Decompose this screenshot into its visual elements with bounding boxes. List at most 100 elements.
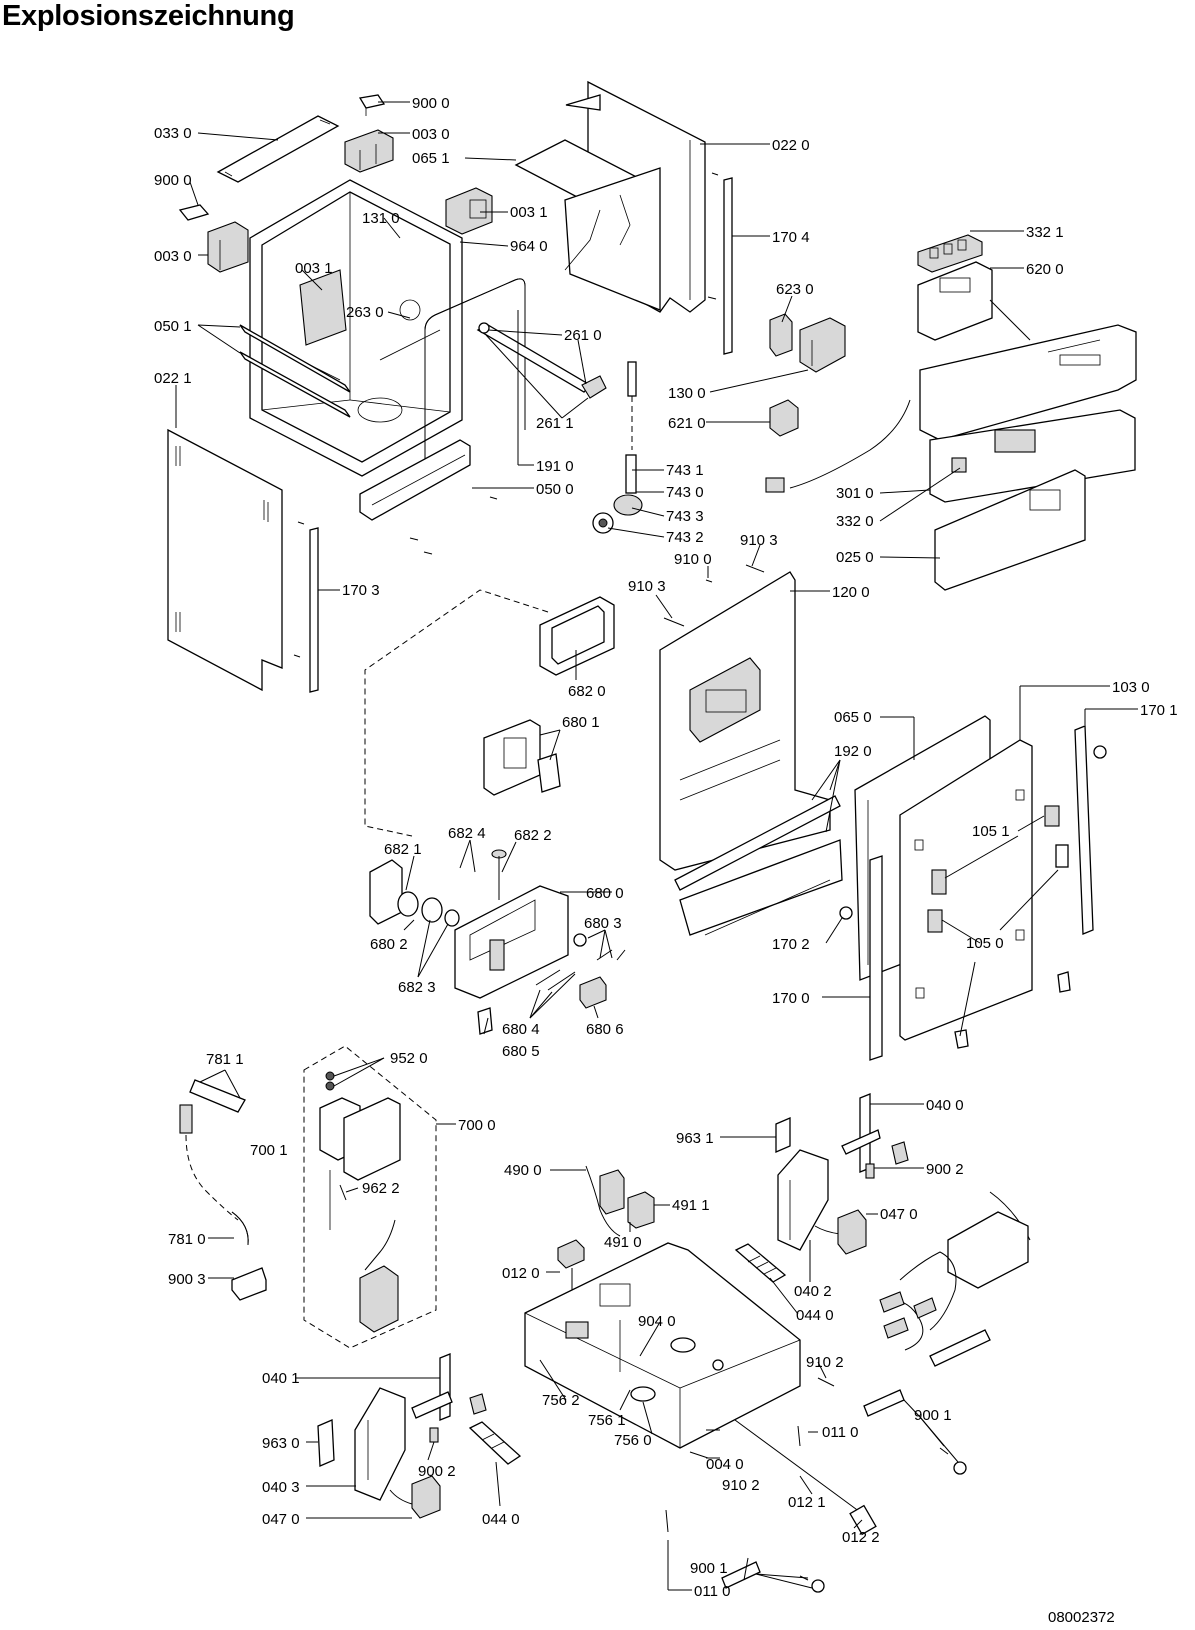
callout-label: 491 1 <box>672 1197 710 1214</box>
callout-label: 033 0 <box>154 125 192 142</box>
callout-label: 040 1 <box>262 1370 300 1387</box>
part-682-2-pin <box>491 849 507 900</box>
callout-label: 962 2 <box>362 1180 400 1197</box>
part-621-0 <box>769 399 799 437</box>
callout-label: 012 0 <box>502 1265 540 1282</box>
callout-label: 900 1 <box>914 1407 952 1424</box>
callout-label: 623 0 <box>776 281 814 298</box>
leader-lines <box>175 101 1138 1591</box>
part-781-hose <box>179 1079 249 1246</box>
part-963-1-bracket <box>775 1117 829 1251</box>
callout-label: 105 0 <box>966 935 1004 952</box>
part-743-valve <box>592 361 643 534</box>
callout-label: 910 2 <box>806 1354 844 1371</box>
part-130-0-switch <box>799 317 846 373</box>
callout-label: 192 0 <box>834 743 872 760</box>
part-301-0-panel <box>929 409 1136 503</box>
part-025-0-frame <box>934 469 1086 591</box>
part-012-1-rod <box>734 1419 877 1536</box>
callout-label: 170 2 <box>772 936 810 953</box>
callout-label: 012 2 <box>842 1529 880 1546</box>
callout-label: 756 0 <box>614 1432 652 1449</box>
callout-label: 170 0 <box>772 990 810 1007</box>
callout-label: 963 1 <box>676 1130 714 1147</box>
callout-label: 261 0 <box>564 327 602 344</box>
part-170-3-strip <box>309 527 319 693</box>
callout-label: 261 1 <box>536 415 574 432</box>
callout-label: 044 0 <box>796 1307 834 1324</box>
callout-label: 680 4 <box>502 1021 540 1038</box>
callout-label: 065 1 <box>412 150 450 167</box>
callout-label: 900 1 <box>690 1560 728 1577</box>
callout-label: 743 2 <box>666 529 704 546</box>
callout-label: 682 1 <box>384 841 422 858</box>
callout-label: 682 3 <box>398 979 436 996</box>
callout-label: 680 1 <box>562 714 600 731</box>
part-047-0-sensor-lower <box>389 1475 441 1519</box>
callout-label: 682 2 <box>514 827 552 844</box>
part-963-0-cover <box>317 1419 335 1467</box>
callout-label: 065 0 <box>834 709 872 726</box>
callout-label: 963 0 <box>262 1435 300 1452</box>
part-003-0-hinge-top <box>344 129 394 173</box>
callout-label: 910 3 <box>740 532 778 549</box>
callout-label: 044 0 <box>482 1511 520 1528</box>
part-620-0-module <box>917 261 1031 341</box>
part-065-1-insulation <box>514 139 661 311</box>
callout-label: 743 1 <box>666 462 704 479</box>
callout-label: 012 1 <box>788 1494 826 1511</box>
part-900-0-clip-left <box>178 204 210 221</box>
callout-label: 170 1 <box>1140 702 1178 719</box>
callout-label: 621 0 <box>668 415 706 432</box>
part-170-1-strip <box>1074 725 1107 935</box>
part-680-1 <box>483 719 561 796</box>
callout-label: 756 2 <box>542 1392 580 1409</box>
callout-label: 003 1 <box>295 260 333 277</box>
callout-label: 263 0 <box>346 304 384 321</box>
part-control-panel-bar <box>765 324 1137 493</box>
part-047-0-sensor <box>814 1209 867 1255</box>
callout-label: 170 4 <box>772 229 810 246</box>
callout-label: 952 0 <box>390 1050 428 1067</box>
callout-label: 900 0 <box>412 95 450 112</box>
callout-label: 170 3 <box>342 582 380 599</box>
callout-label: 332 1 <box>1026 224 1064 241</box>
part-044-0-grille <box>734 1243 787 1283</box>
part-wiring-harness <box>879 1191 1031 1367</box>
part-120-0-inner-door <box>659 571 831 871</box>
callout-label: 682 0 <box>568 683 606 700</box>
callout-label: 003 1 <box>510 204 548 221</box>
callout-label: 964 0 <box>510 238 548 255</box>
callout-label: 047 0 <box>262 1511 300 1528</box>
part-105-hinge-clips <box>954 971 1071 1049</box>
part-003-1 <box>445 187 493 235</box>
callout-label: 680 3 <box>584 915 622 932</box>
callout-label: 332 0 <box>836 513 874 530</box>
callout-label: 680 6 <box>586 1021 624 1038</box>
callout-label: 022 1 <box>154 370 192 387</box>
callout-label: 910 0 <box>674 551 712 568</box>
callout-label: 781 1 <box>206 1051 244 1068</box>
part-332-1 <box>917 234 983 273</box>
part-623-0 <box>769 313 793 357</box>
callout-label: 700 0 <box>458 1117 496 1134</box>
callout-label: 900 2 <box>926 1161 964 1178</box>
callout-label: 191 0 <box>536 458 574 475</box>
part-191-0-seal <box>424 278 526 490</box>
page-title: Explosionszeichnung <box>2 0 295 32</box>
callout-label: 050 0 <box>536 481 574 498</box>
callout-label: 040 0 <box>926 1097 964 1114</box>
callout-label: 040 2 <box>794 1283 832 1300</box>
callout-label: 025 0 <box>836 549 874 566</box>
part-170-2-bumper <box>839 906 853 920</box>
part-900-3 <box>231 1267 267 1301</box>
callout-label: 700 1 <box>250 1142 288 1159</box>
callout-label: 130 0 <box>668 385 706 402</box>
callout-label: 103 0 <box>1112 679 1150 696</box>
callout-label: 022 0 <box>772 137 810 154</box>
part-050-1-rails <box>239 324 351 418</box>
part-170-4-strip <box>723 177 733 355</box>
callout-label: 040 3 <box>262 1479 300 1496</box>
callout-label: 900 3 <box>168 1271 206 1288</box>
part-900-0-clip <box>358 94 386 116</box>
